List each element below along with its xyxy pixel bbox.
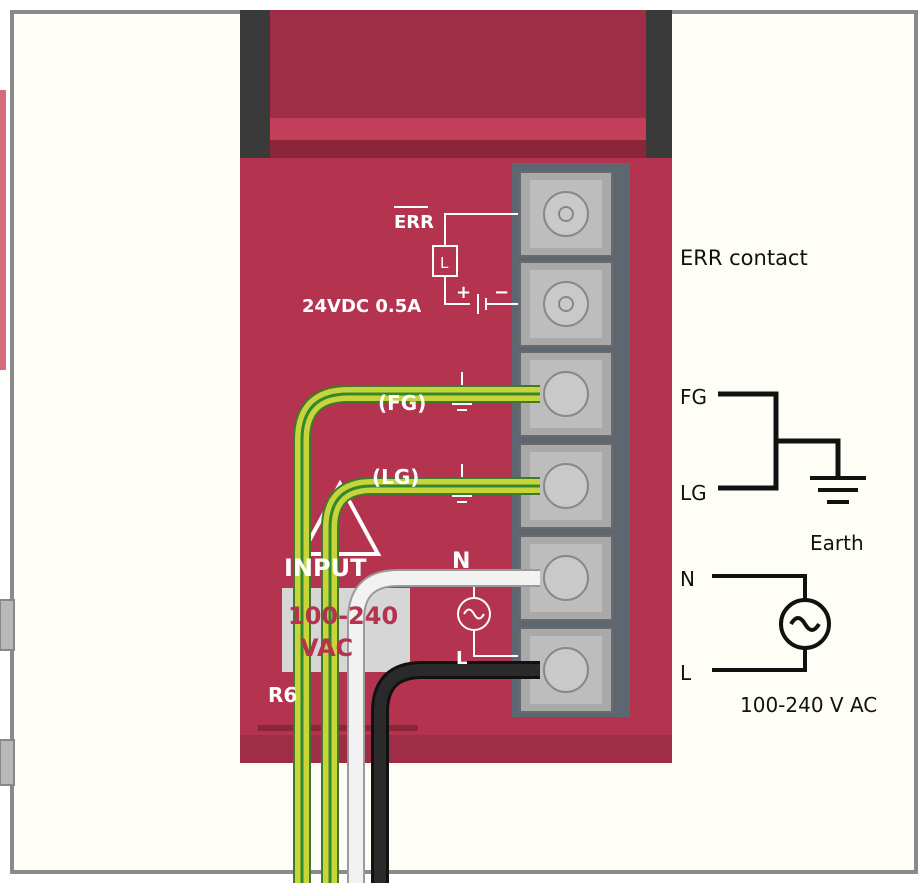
module-body-bottom-shade: [240, 735, 672, 763]
err-relay-circuit: [432, 213, 518, 314]
line-wire: [371, 661, 540, 883]
model-label: R6: [268, 683, 297, 707]
n-label: N: [680, 567, 695, 591]
lg-label: LG: [680, 481, 707, 505]
l-label: L: [680, 661, 692, 685]
minus-sign: −: [494, 282, 509, 303]
terminal-err-1: [519, 171, 613, 257]
left-rail-clip-top: [0, 599, 15, 651]
ac-supply-label: 100-240 V AC: [740, 693, 877, 717]
input-label: INPUT: [284, 554, 367, 582]
fg-terminal-label: (FG): [378, 391, 426, 415]
module-top-shadow: [268, 140, 648, 158]
relay-coil-label: L: [440, 254, 449, 272]
terminal-fg: [519, 351, 613, 437]
n-terminal-label: N: [452, 549, 470, 574]
lg-terminal-label: (LG): [372, 465, 419, 489]
left-edge-fragment: [0, 90, 6, 370]
l-terminal-label: L: [456, 648, 467, 669]
fg-ground-wire: [293, 385, 540, 883]
neutral-wire: [347, 569, 540, 883]
fg-label: FG: [680, 385, 707, 409]
earth-label: Earth: [810, 531, 864, 555]
terminal-l: [519, 627, 613, 713]
left-rail-clip-bottom: [0, 739, 15, 786]
ac-supply-lines: [712, 574, 807, 672]
terminal-err-2: [519, 261, 613, 347]
voltage-top-label: 100-240: [288, 602, 398, 630]
err-label: ERR: [394, 212, 434, 233]
lg-ground-wire: [321, 477, 540, 883]
earth-ground-icon: [810, 476, 866, 504]
ac-source-icon: [779, 598, 831, 650]
module-top-band: [268, 118, 648, 140]
plus-sign: +: [456, 282, 471, 303]
err-contact-label: ERR contact: [680, 246, 808, 270]
voltage-bottom-label: VAC: [300, 634, 353, 662]
warning-triangle-icon: [298, 479, 382, 556]
terminal-lg: [519, 443, 613, 529]
earth-connection-lines: [718, 391, 841, 491]
ac-source-symbol: [457, 580, 518, 657]
supply-rating-label: 24VDC 0.5A: [302, 296, 421, 317]
